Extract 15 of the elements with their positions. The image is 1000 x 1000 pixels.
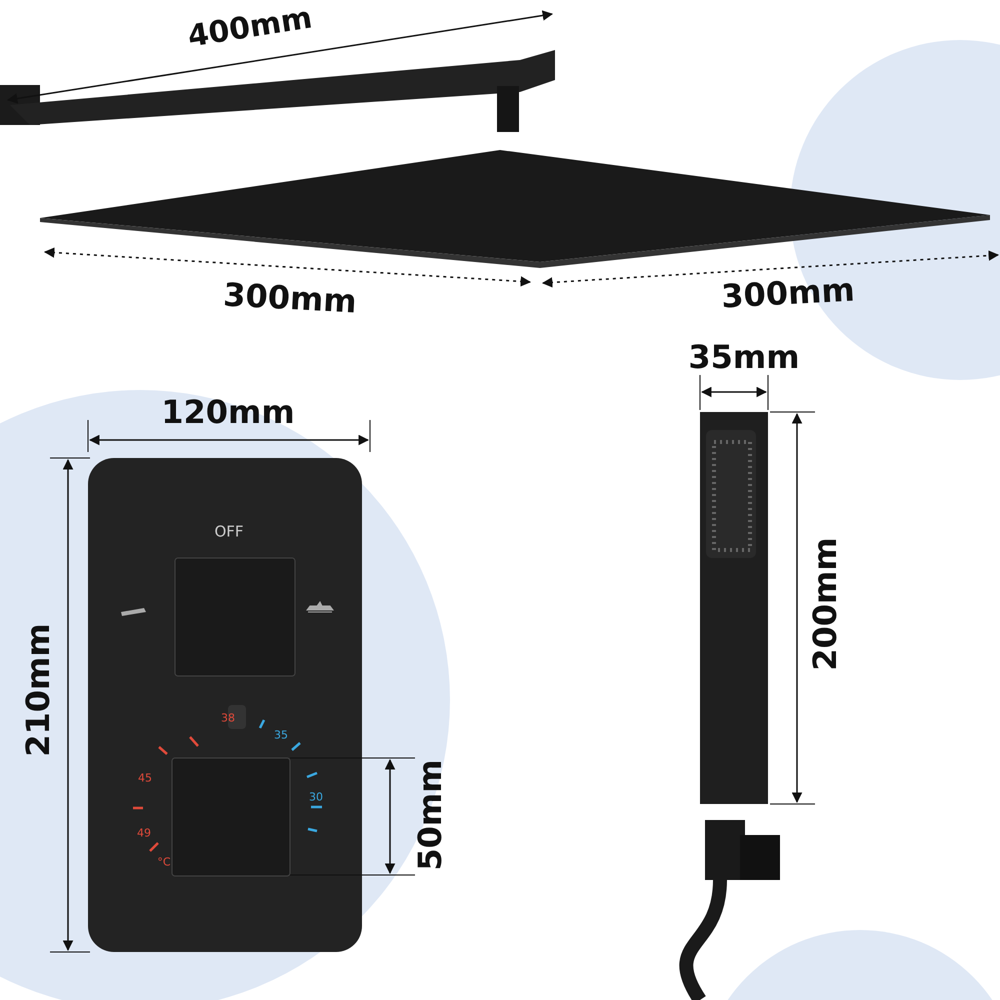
dimension-label: 200mm — [809, 537, 841, 671]
mode-label: OFF — [214, 524, 244, 540]
temperature-mark: 45 — [138, 772, 152, 784]
temperature-mark: 38 — [221, 712, 235, 724]
dimension-label: 35mm — [688, 341, 800, 373]
dimension-label: 120mm — [161, 396, 295, 428]
dimension-label: 50mm — [414, 759, 446, 871]
dimension-label: 300mm — [720, 274, 856, 312]
temperature-mark: 35 — [274, 730, 288, 740]
dimension-label: 210mm — [22, 623, 54, 757]
temperature-mark: °C — [157, 856, 171, 868]
temperature-mark: 30 — [309, 792, 323, 802]
temperature-mark: 49 — [137, 828, 151, 838]
dimension-label: 300mm — [222, 278, 358, 318]
dimension-label: 400mm — [186, 3, 314, 53]
